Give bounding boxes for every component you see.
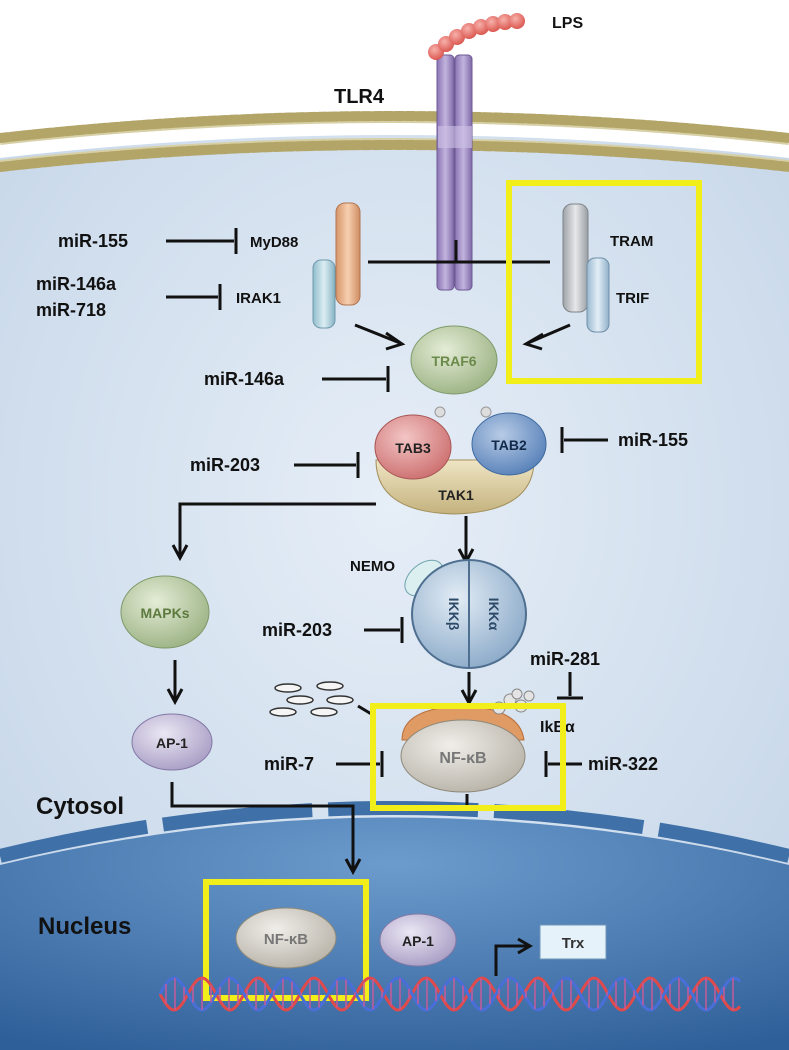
myd88-label: MyD88 [250, 234, 298, 251]
arrow-myd88-traf6 [354, 323, 401, 345]
lps-label: LPS [552, 15, 583, 32]
arrowhead-ap1-nucleus [344, 858, 362, 876]
dna-helix [158, 976, 742, 1012]
irak1-cylinder [312, 259, 336, 329]
tab3-protein [374, 414, 452, 480]
degraded-ikba-fragments [269, 681, 354, 717]
tak1-label: TAK1 [438, 487, 474, 503]
arrowhead-mapks-ap1 [166, 688, 184, 706]
tab3-label: TAB3 [395, 440, 431, 456]
ap1-nucleus-protein [379, 913, 457, 967]
arrowhead-trif-traf6 [522, 332, 544, 351]
tram-cylinder [562, 203, 589, 313]
nucleus-label: Nucleus [38, 913, 131, 940]
ap1-cytosol-label: AP-1 [156, 735, 188, 751]
trx-label: Trx [562, 935, 585, 952]
mir7-label: miR-7 [264, 754, 314, 774]
ap1-nucleus-label: AP-1 [402, 933, 434, 949]
cytosol-label: Cytosol [36, 793, 124, 820]
tlr4-adaptor-connector [368, 240, 550, 264]
mir203-ikk-label: miR-203 [262, 620, 332, 640]
trx-gene-box [539, 924, 607, 960]
nfkb-nucleus-protein [235, 907, 337, 969]
myd88-cylinder [335, 202, 361, 306]
plasma-membrane [0, 111, 789, 172]
nemo-label: NEMO [350, 558, 395, 575]
ikkb-label: IKKβ [446, 598, 462, 631]
mir155-tab2-label: miR-155 [618, 430, 688, 450]
mir281-label: miR-281 [530, 649, 600, 669]
linker-bead [434, 406, 446, 418]
tab2-protein [471, 412, 547, 476]
linker-bead [480, 406, 492, 418]
nfkb-nucleus-label: NF-κB [264, 931, 308, 948]
traf6-protein [410, 325, 498, 395]
transcription-start-arrow [494, 944, 528, 976]
ikka-label: IKKα [486, 598, 502, 631]
tram-trif-highlight-box [506, 180, 702, 384]
mir322-label: miR-322 [588, 754, 658, 774]
tab2-label: TAB2 [491, 437, 527, 453]
mapks-protein [120, 575, 210, 649]
nfkb-cytosol-highlight-box [370, 703, 566, 811]
mapks-label: MAPKs [140, 605, 189, 621]
mir146a-traf6-label: miR-146a [204, 369, 285, 389]
mir146a-irak1-label: miR-146a [36, 274, 117, 294]
arrowhead-myd88-traf6 [385, 331, 406, 351]
tlr4-receptor [436, 54, 473, 291]
traf6-label: TRAF6 [431, 353, 476, 369]
ap1-cytosol-protein [131, 713, 213, 771]
transcription-arrowhead [517, 937, 533, 955]
trif-cylinder [586, 257, 610, 333]
arrow-tak1-mapks [178, 502, 376, 556]
arrow-ap1-nucleus [170, 782, 355, 870]
nfkb-cytosol-protein [400, 719, 526, 793]
mir203-tak1-label: miR-203 [190, 455, 260, 475]
arrowhead-tak1-mapks [171, 544, 189, 562]
lps-chain [428, 13, 525, 60]
ikba-label: IkBα [540, 719, 575, 736]
tram-label: TRAM [610, 233, 653, 250]
trif-label: TRIF [616, 290, 649, 307]
nfkb-cytosol-label: NF-κB [439, 750, 486, 767]
irak1-label: IRAK1 [236, 290, 281, 307]
mir718-irak1-label: miR-718 [36, 300, 106, 320]
mir155-myd88-label: miR-155 [58, 231, 128, 251]
tlr4-label: TLR4 [334, 86, 385, 108]
nfkb-nucleus-highlight-box [203, 879, 369, 1001]
